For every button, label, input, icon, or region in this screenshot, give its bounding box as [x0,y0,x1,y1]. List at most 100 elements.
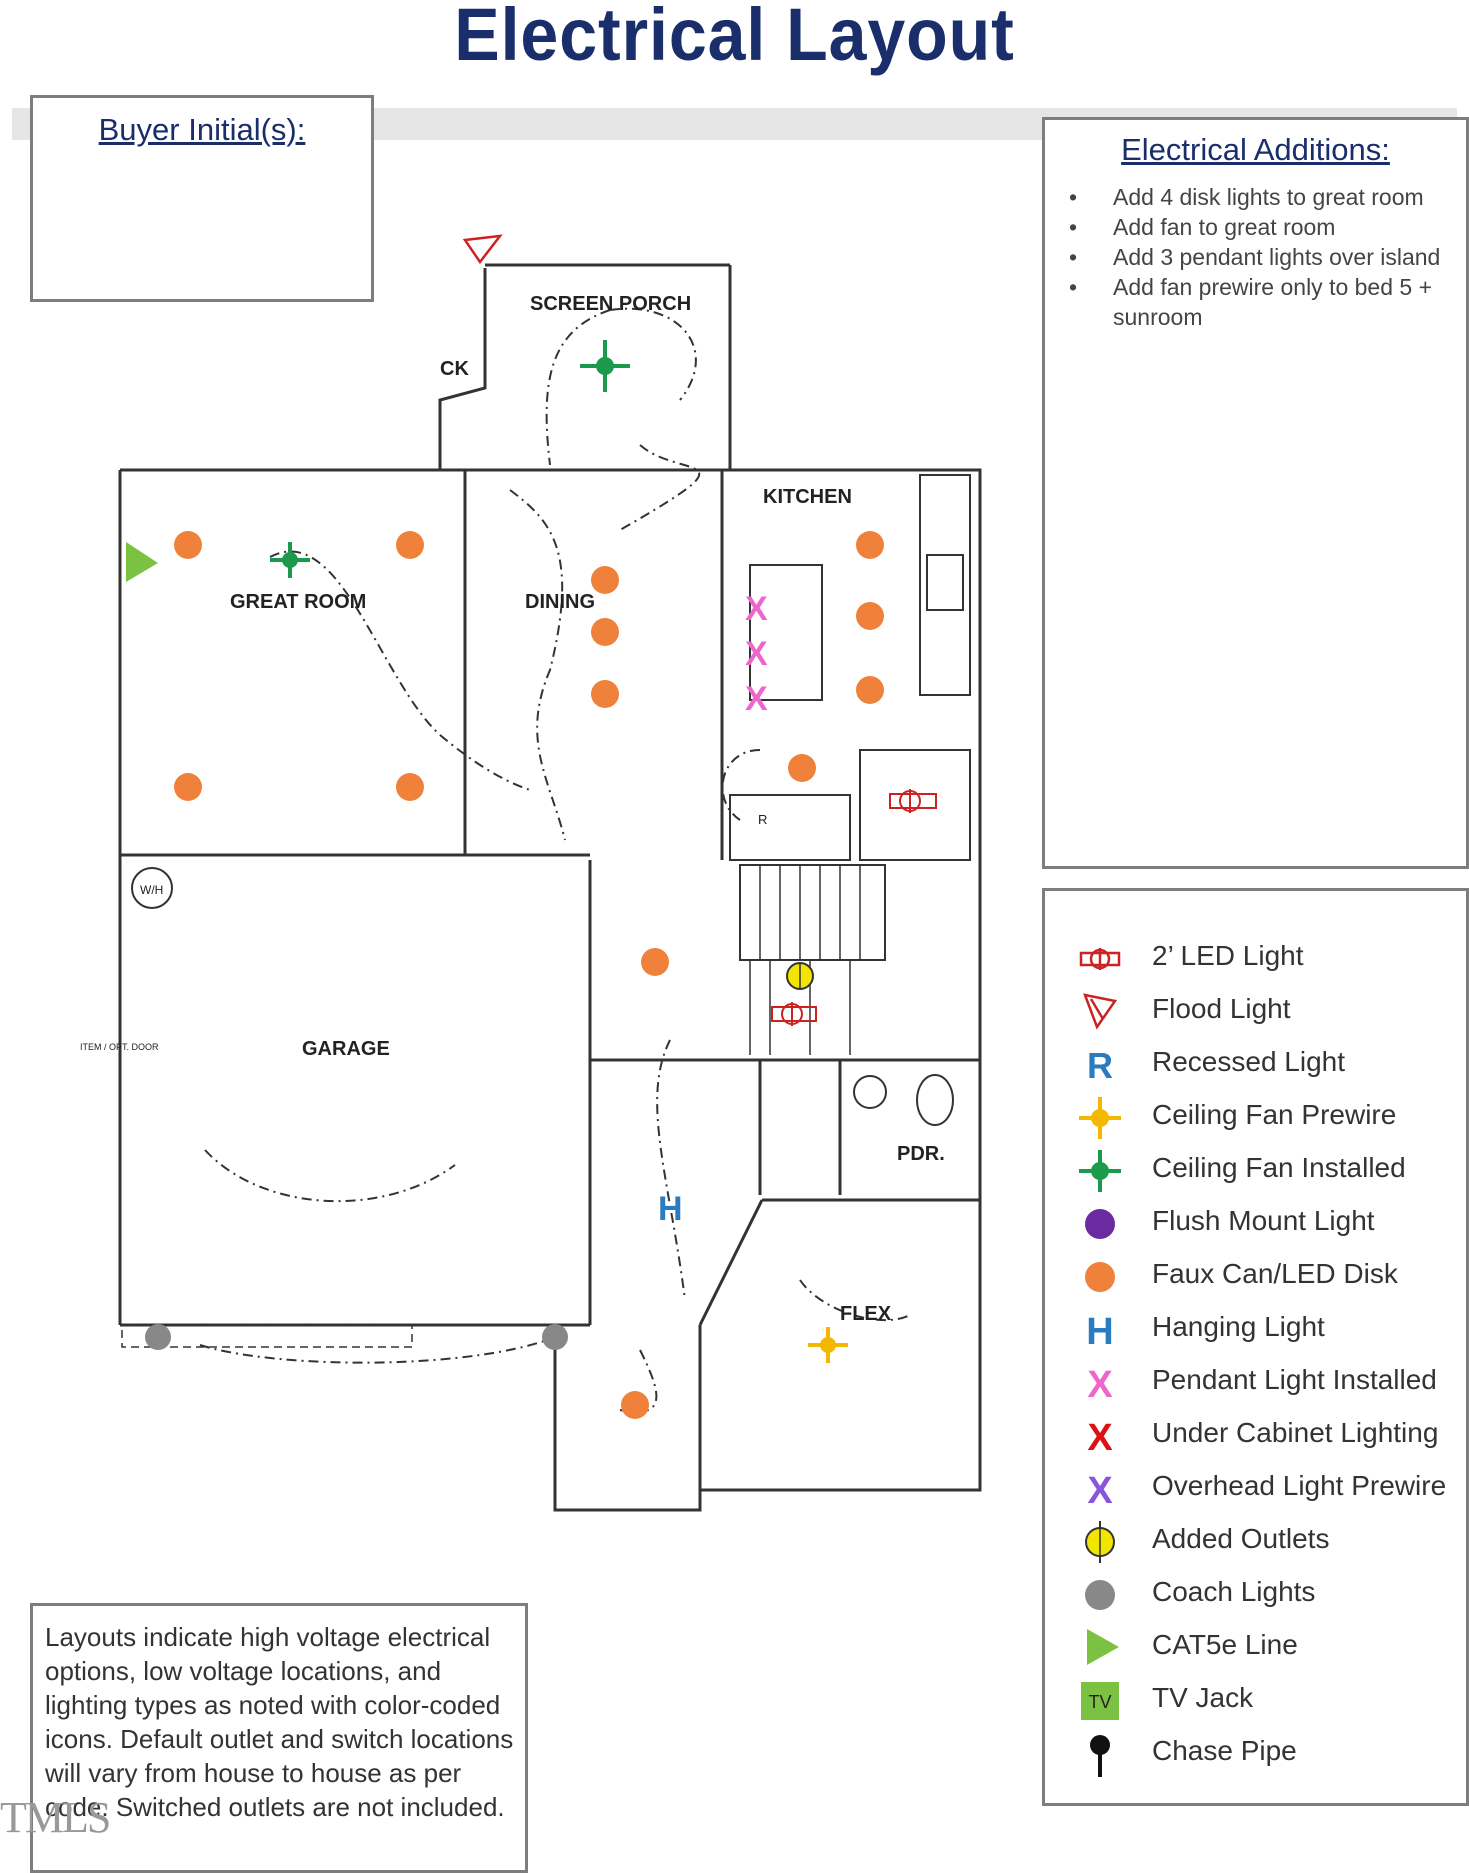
coach-lights-icon [542,1324,568,1350]
legend-item-cat5e-line: CAT5e Line [1045,1621,1466,1674]
room-label-garage: GARAGE [302,1038,390,1060]
faux-can-led-disk-icon [1085,1262,1115,1292]
additions-item: Add fan to great room [1069,212,1456,242]
legend-item-overhead-light-prewire: X Overhead Light Prewire [1045,1462,1466,1515]
legend-label: Ceiling Fan Prewire [1152,1099,1397,1130]
ceiling-fan-prewire-icon [808,1327,848,1363]
faux-can-led-disk-icon [396,531,424,559]
faux-can-led-disk-icon [856,676,884,704]
legend-item-ceiling-fan-installed: Ceiling Fan Installed [1045,1144,1466,1197]
faux-can-led-disk-icon [591,618,619,646]
faux-can-led-disk-icon [174,773,202,801]
legend-label: 2’ LED Light [1152,940,1304,971]
under-cabinet-lighting-icon: X [1087,1417,1113,1459]
legend-label: Ceiling Fan Installed [1152,1152,1406,1183]
pendant-light-installed-icon: X [1087,1364,1113,1406]
legend-label: CAT5e Line [1152,1629,1298,1660]
ceiling-fan-installed-icon [1079,1150,1121,1192]
recessed-light-icon: R [1087,1045,1113,1086]
legend-label: Recessed Light [1152,1046,1346,1077]
room-label-ck: CK [440,358,469,380]
legend-label: Pendant Light Installed [1152,1364,1437,1395]
legend-label: Hanging Light [1152,1311,1325,1342]
faux-can-led-disk-icon [856,602,884,630]
flush-mount-light-icon [1085,1209,1115,1239]
led-light-icon [771,1002,817,1026]
legend-item-led-light: 2’ LED Light [1045,932,1466,985]
buyer-initials-box[interactable]: Buyer Initial(s): [30,95,374,302]
cat5e-line-icon [126,542,158,582]
svg-text:X: X [1087,1470,1113,1512]
legend-item-tv-jack: TV TV Jack [1045,1674,1466,1727]
legend-item-added-outlets: Added Outlets [1045,1515,1466,1568]
legend-label: Faux Can/LED Disk [1152,1258,1398,1289]
legend-item-pendant-light-installed: X Pendant Light Installed [1045,1356,1466,1409]
svg-text:H: H [1086,1311,1113,1353]
faux-can-led-disk-icon [591,566,619,594]
overhead-light-prewire-icon: X [1087,1470,1113,1512]
legend-item-ceiling-fan-prewire: Ceiling Fan Prewire [1045,1091,1466,1144]
legend-item-flush-mount-light: Flush Mount Light [1045,1197,1466,1250]
svg-text:X: X [1087,1417,1113,1459]
room-label-dining: DINING [525,591,595,613]
flood-light-icon [462,234,503,265]
note-text: Layouts indicate high voltage electrical… [45,1622,514,1822]
pendant-light-installed-icon: X [745,635,768,673]
plan-label-garage-door: ITEM / OPT. DOOR [80,1042,159,1052]
ceiling-fan-installed-icon [580,340,630,392]
additions-item: Add fan prewire only to bed 5 + sunroom [1069,272,1456,332]
pendant-light-installed-icon: X [745,590,768,628]
plan-label-r: R [758,812,767,827]
led-light-icon [1079,948,1121,970]
faux-can-led-disk-icon [788,754,816,782]
faux-can-led-disk-icon [396,773,424,801]
legend-label: Flood Light [1152,993,1291,1024]
legend-label: Under Cabinet Lighting [1152,1417,1439,1448]
ceiling-fan-installed-icon [270,542,310,578]
faux-can-led-disk-icon [856,531,884,559]
chase-pipe-icon [1090,1735,1110,1777]
legend-label: Overhead Light Prewire [1152,1470,1447,1501]
svg-text:TV: TV [1088,1692,1111,1712]
legend-label: Flush Mount Light [1152,1205,1375,1236]
coach-lights-icon [145,1324,171,1350]
coach-lights-icon [1085,1580,1115,1610]
additions-item: Add 4 disk lights to great room [1069,182,1456,212]
svg-text:X: X [1087,1364,1113,1406]
note-box: Layouts indicate high voltage electrical… [30,1603,528,1873]
added-outlets-icon [786,962,814,990]
cat5e-line-icon [1087,1629,1119,1665]
legend-label: Coach Lights [1152,1576,1316,1607]
page-title: Electrical Layout [454,0,1015,76]
additions-list: Add 4 disk lights to great room Add fan … [1045,182,1466,332]
room-label-pdr: PDR. [897,1143,945,1165]
hanging-light-icon: H [1086,1311,1113,1353]
legend-item-chase-pipe: Chase Pipe [1045,1727,1466,1780]
room-label-great-room: GREAT ROOM [230,591,366,613]
room-label-wh: W/H [140,883,163,897]
legend-label: Chase Pipe [1152,1735,1297,1766]
electrical-additions-heading: Electrical Additions: [1121,132,1390,167]
floor-plan: SCREEN PORCH CK GREAT ROOM DINING KITCHE… [80,234,982,1512]
additions-item: Add 3 pendant lights over island [1069,242,1456,272]
legend-label: TV Jack [1152,1682,1254,1713]
room-label-kitchen: KITCHEN [763,486,852,508]
added-outlets-icon [1085,1521,1115,1563]
led-light-icon [889,789,937,813]
faux-can-led-disk-icon [641,948,669,976]
faux-can-led-disk-icon [621,1391,649,1419]
hanging-light-icon: H [658,1190,683,1228]
ceiling-fan-prewire-icon [1079,1097,1121,1139]
legend-item-faux-can-led-disk: Faux Can/LED Disk [1045,1250,1466,1303]
legend-item-under-cabinet-lighting: X Under Cabinet Lighting [1045,1409,1466,1462]
pendant-light-installed-icon: X [745,680,768,718]
room-label-flex: FLEX [840,1303,892,1325]
legend-item-recessed-light: R Recessed Light [1045,1038,1466,1091]
tv-jack-icon: TV [1081,1682,1119,1720]
electrical-additions-box: Electrical Additions: Add 4 disk lights … [1042,117,1469,869]
room-label-screen-porch: SCREEN PORCH [530,293,691,315]
buyer-initials-heading: Buyer Initial(s): [98,112,306,147]
watermark: TMLS [0,1793,111,1842]
legend-box: 2’ LED Light Flood Light R Recessed Ligh… [1042,888,1469,1806]
legend-item-hanging-light: H Hanging Light [1045,1303,1466,1356]
